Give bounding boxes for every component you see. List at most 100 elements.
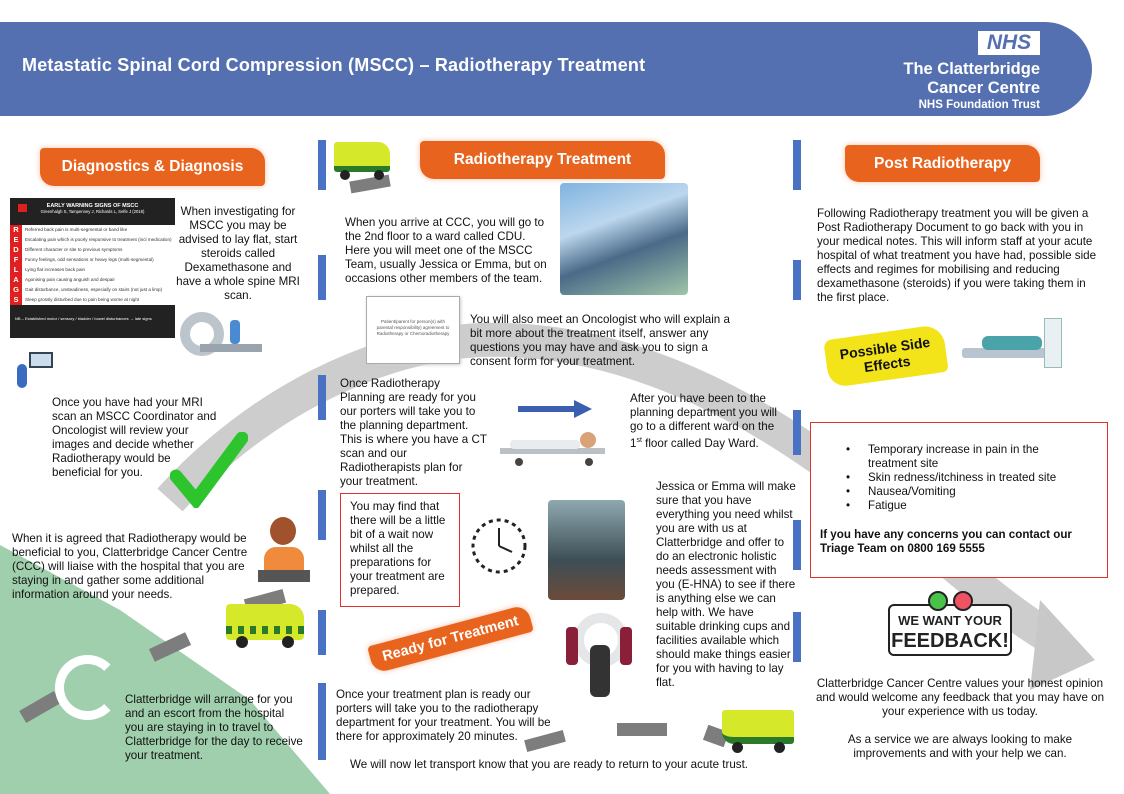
day-ward-text-a: After you have been to the planning depa… [630, 392, 777, 450]
wait-notice-box [340, 493, 460, 607]
redflag-letter: G [13, 285, 19, 294]
divider [793, 410, 801, 455]
clock-icon [471, 518, 527, 574]
day-ward-text-sup: st [636, 437, 642, 444]
linac-treatment-photo [560, 605, 640, 700]
post-radiotherapy-text: Following Radiotherapy treatment you wil… [817, 207, 1097, 304]
side-effect-text: Temporary increase in pain in the treatm… [868, 443, 1039, 470]
redflag-letter: S [13, 295, 19, 304]
side-effect-item: • Fatigue [846, 499, 1081, 513]
bullet-icon: • [846, 485, 851, 498]
redflag-letter: E [13, 235, 19, 244]
ambulance-image [722, 708, 794, 754]
side-effect-text: Nausea/Vomiting [868, 485, 956, 498]
org-line-3: NHS Foundation Trust [918, 99, 1040, 111]
side-effects-box [810, 422, 1108, 578]
liaise-text: When it is agreed that Radiotherapy woul… [12, 532, 248, 601]
staff-photo [548, 500, 625, 600]
triage-contact-text: If you have any concerns you can contact… [820, 528, 1072, 555]
warning-title: EARLY WARNING SIGNS OF MSCC [46, 203, 139, 209]
organisation-name: The Clatterbridge Cancer Centre NHS Foun… [903, 60, 1040, 113]
redflag-letter: R [13, 225, 19, 234]
divider [318, 683, 326, 760]
divider [793, 612, 801, 662]
warning-item: Sleep grossly disturbed due to pain bein… [25, 297, 140, 302]
feedback-badge: WE WANT YOUR FEEDBACK! [888, 604, 1012, 656]
feedback-line-2: FEEDBACK! [891, 630, 1009, 652]
header-bar [0, 22, 1092, 116]
nhs-logo: NHS [978, 31, 1040, 55]
feedback-text: Clatterbridge Cancer Centre values your … [815, 677, 1105, 718]
warning-item: Different character or site to previous … [25, 247, 123, 252]
sad-face-icon [953, 591, 973, 611]
wait-notice-text: You may find that there will be a little… [350, 500, 446, 597]
divider [793, 520, 801, 570]
happy-face-icon [928, 591, 948, 611]
divider [318, 610, 326, 655]
bullet-icon: • [846, 471, 851, 484]
improvement-text: As a service we are always looking to ma… [847, 733, 1073, 760]
divider [318, 490, 326, 540]
feedback-line-1: WE WANT YOUR [898, 613, 1002, 628]
transport-text: Clatterbridge will arrange for you and a… [125, 693, 303, 762]
warning-item: Agonising pain causing anguish and despa… [25, 277, 115, 282]
bullet-icon: • [846, 443, 851, 456]
side-effect-item: • Skin redness/itchiness in treated site [846, 471, 1081, 485]
blue-arrow-icon [518, 400, 592, 418]
arrival-text: When you arrive at CCC, you will go to t… [345, 216, 547, 285]
redflag-letter: L [13, 265, 19, 274]
divider [318, 140, 326, 190]
redflag-letter: A [13, 275, 19, 284]
warning-authors: Greenhalgh S, Tampenney J, Richards L, S… [40, 209, 145, 214]
org-line-1: The Clatterbridge [903, 60, 1040, 78]
warning-footer: NB – Established motor / sensory / bladd… [15, 316, 152, 321]
side-effect-item: • Temporary increase in pain in the treat… [846, 443, 1081, 471]
oncologist-text: You will also meet an Oncologist who wil… [470, 313, 730, 368]
green-check-icon [170, 432, 248, 508]
warning-item: Escalating pain which is poorly responsi… [25, 237, 172, 242]
green-swoosh [0, 545, 330, 794]
hospital-building-photo [560, 183, 688, 295]
planning-text: Once Radiotherapy Planning are ready for… [340, 377, 487, 488]
hna-text: Jessica or Emma will make sure that you … [656, 480, 796, 689]
warning-signs-card: EARLY WARNING SIGNS OF MSCC Greenhalgh S… [10, 198, 175, 338]
ccc-logo [55, 655, 120, 720]
day-ward-text: After you have been to the planning depa… [630, 392, 780, 451]
treatment-text: Once your treatment plan is ready our po… [336, 688, 551, 743]
mri-review-text: Once you have had your MRI scan an MSCC … [52, 396, 217, 479]
redflag-letter: D [13, 245, 19, 254]
journey-arrowhead [1030, 600, 1095, 690]
warning-item: Lying flat increases back pain [25, 267, 86, 272]
warning-item: Gait disturbance, unsteadiness, especial… [25, 287, 163, 292]
red-flag-icon [18, 204, 27, 212]
side-effect-text: Skin redness/itchiness in treated site [868, 471, 1057, 484]
bullet-icon: • [846, 499, 851, 512]
side-effects-list: • Temporary increase in pain in the treat… [846, 443, 1081, 513]
warning-item: Referred back pain is multi-segmental or… [25, 227, 128, 232]
divider [793, 140, 801, 190]
consent-form-image: Patient/parent for person(s) with parent… [366, 296, 460, 364]
computer-user-icon [15, 352, 55, 392]
return-transport-text: We will now let transport know that you … [350, 758, 749, 771]
page-title: Metastatic Spinal Cord Compression (MSCC… [22, 55, 646, 75]
side-effect-item: • Nausea/Vomiting [846, 485, 1081, 499]
divider [318, 375, 326, 420]
section-diagnostics: Diagnostics & Diagnosis [40, 148, 265, 186]
diagnosis-text: When investigating for MSCC you may be a… [176, 205, 300, 302]
org-line-2: Cancer Centre [927, 79, 1040, 97]
ambulance-image [334, 142, 390, 182]
ambulance-image [226, 600, 304, 648]
section-post-radiotherapy: Post Radiotherapy [845, 145, 1040, 182]
divider [318, 255, 326, 300]
divider [793, 260, 801, 300]
stretcher-image [500, 428, 605, 470]
warning-item: Funny feelings, odd sensations or heavy … [25, 257, 154, 262]
side-effect-text: Fatigue [868, 499, 907, 512]
redflag-letter: F [13, 255, 19, 264]
mri-scanner-image [180, 312, 265, 364]
warning-items: Referred back pain is multi-segmental or… [22, 225, 172, 305]
day-ward-text-b: floor called Day Ward. [641, 436, 759, 450]
call-centre-woman-image [258, 515, 310, 585]
section-radiotherapy: Radiotherapy Treatment [420, 141, 665, 179]
